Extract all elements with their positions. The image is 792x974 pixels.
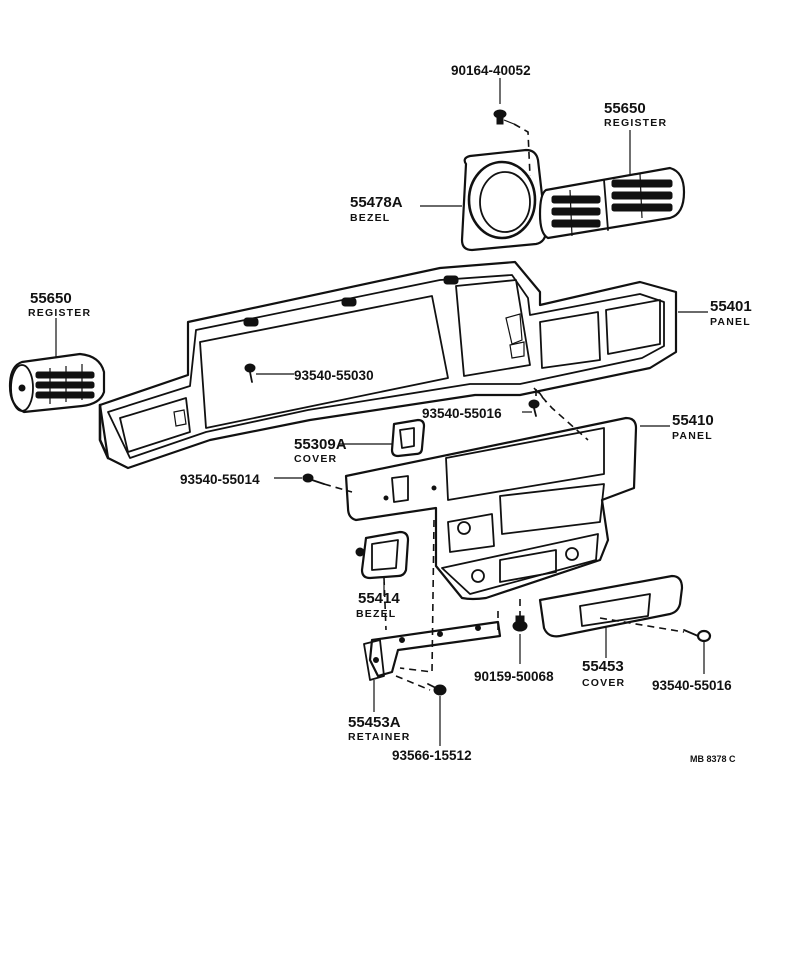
- label-screw-90164-40052: 90164-40052: [451, 63, 531, 78]
- screw-90164-40052: [493, 109, 515, 125]
- leader-lines: [55, 78, 708, 746]
- label-bezel-bottom-number: 55414: [358, 590, 400, 607]
- label-screw-93540-55014: 93540-55014: [180, 472, 260, 487]
- cover-55309a: [390, 418, 426, 458]
- label-panel-lower-name: PANEL: [672, 430, 713, 442]
- label-register-left-name: REGISTER: [28, 307, 91, 319]
- label-panel-main-name: PANEL: [710, 316, 751, 328]
- label-screw-93566-15512: 93566-15512: [392, 748, 472, 763]
- label-bolt-90159-50068: 90159-50068: [474, 669, 554, 684]
- register-right-55650: [538, 166, 686, 240]
- label-cover-number: 55309A: [294, 436, 347, 453]
- alignment-lines: [323, 123, 685, 691]
- label-cover-bottom-name: COVER: [582, 677, 625, 689]
- label-retainer-name: RETAINER: [348, 731, 411, 743]
- label-retainer-number: 55453A: [348, 714, 401, 731]
- label-panel-lower-number: 55410: [672, 412, 714, 429]
- label-screw-93540-55016-panel: 93540-55016: [422, 406, 502, 421]
- label-register-right-number: 55650: [604, 100, 646, 117]
- screw-93540-55030: [244, 363, 256, 383]
- label-screw-93540-55016-right: 93540-55016: [652, 678, 732, 693]
- label-bezel-top-name: BEZEL: [350, 212, 390, 224]
- diagram-reference-code: MB 8378 C: [690, 754, 736, 764]
- screw-93566-15512: [427, 683, 447, 696]
- labels: 90164-40052 55650 REGISTER 55478A BEZEL …: [28, 63, 752, 764]
- bezel-55414: [355, 530, 410, 580]
- label-bezel-top-number: 55478A: [350, 194, 403, 211]
- panel-55401: [98, 260, 678, 470]
- panel-55410: [344, 416, 638, 601]
- label-cover-bottom-number: 55453: [582, 658, 624, 675]
- screw-93540-55014: [302, 473, 325, 485]
- label-register-left-number: 55650: [30, 290, 72, 307]
- cover-55453: [538, 574, 684, 638]
- label-register-right-name: REGISTER: [604, 117, 667, 129]
- label-panel-main-number: 55401: [710, 298, 752, 315]
- screw-93540-55016-right: [683, 629, 712, 643]
- bezel-55478a: [460, 148, 548, 252]
- label-cover-name: COVER: [294, 453, 337, 465]
- label-screw-93540-55030: 93540-55030: [294, 368, 374, 383]
- screw-93540-55016-panel: [528, 399, 540, 417]
- register-left-55650: [8, 352, 106, 414]
- label-bezel-bottom-name: BEZEL: [356, 608, 396, 620]
